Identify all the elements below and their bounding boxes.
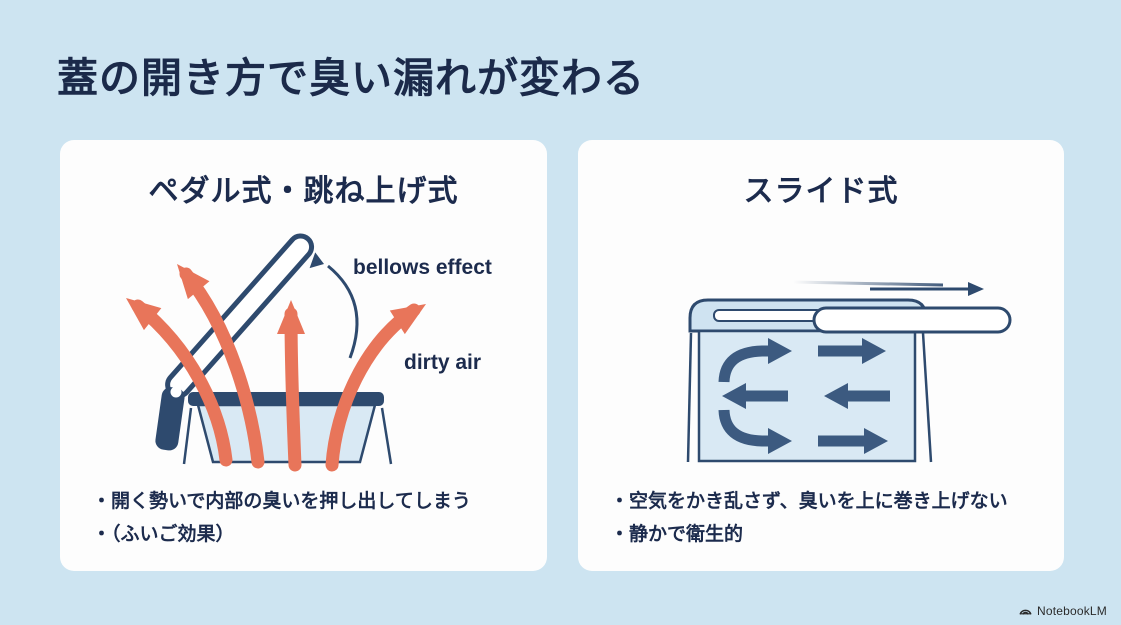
contained-air-arrows bbox=[718, 345, 890, 447]
bellows-effect-label: bellows effect bbox=[353, 256, 492, 279]
bullet-item: ・空気をかき乱さず、臭いを上に巻き上げない bbox=[610, 491, 1008, 512]
bullet-item: ・（ふいご効果） bbox=[92, 524, 235, 545]
pedal-can-diagram bbox=[126, 233, 426, 472]
dirty-air-label: dirty air bbox=[404, 351, 482, 374]
page-title: 蓋の開き方で臭い漏れが変わる bbox=[57, 55, 645, 101]
panel-pedal-type: ペダル式・跳ね上げ式 bbox=[60, 140, 547, 571]
pedal-hinge bbox=[155, 386, 185, 451]
slide-motion-arrow bbox=[792, 280, 984, 296]
notebooklm-brand-text: NotebookLM bbox=[1036, 603, 1107, 618]
slide-can-diagram bbox=[686, 280, 1012, 463]
bellows-arrow bbox=[309, 252, 359, 359]
slide-panel-bullets: ・空気をかき乱さず、臭いを上に巻き上げない ・静かで衛生的 bbox=[610, 485, 1050, 551]
notebooklm-attribution: NotebookLM bbox=[1018, 603, 1107, 618]
contained-air-arrowheads bbox=[722, 338, 888, 454]
pedal-panel-bullets: ・開く勢いで内部の臭いを押し出してしまう ・（ふいご効果） bbox=[92, 485, 533, 551]
panel-slide-type: スライド式 bbox=[578, 140, 1064, 571]
bullet-item: ・開く勢いで内部の臭いを押し出してしまう bbox=[92, 491, 471, 512]
notebooklm-icon bbox=[1018, 603, 1033, 618]
bullet-item: ・静かで衛生的 bbox=[610, 524, 744, 545]
sliding-lid bbox=[812, 306, 1012, 334]
pedal-panel-heading: ペダル式・跳ね上げ式 bbox=[148, 175, 459, 208]
dirty-air-arrowheads bbox=[126, 264, 426, 335]
slide-panel-heading: スライド式 bbox=[743, 175, 899, 208]
